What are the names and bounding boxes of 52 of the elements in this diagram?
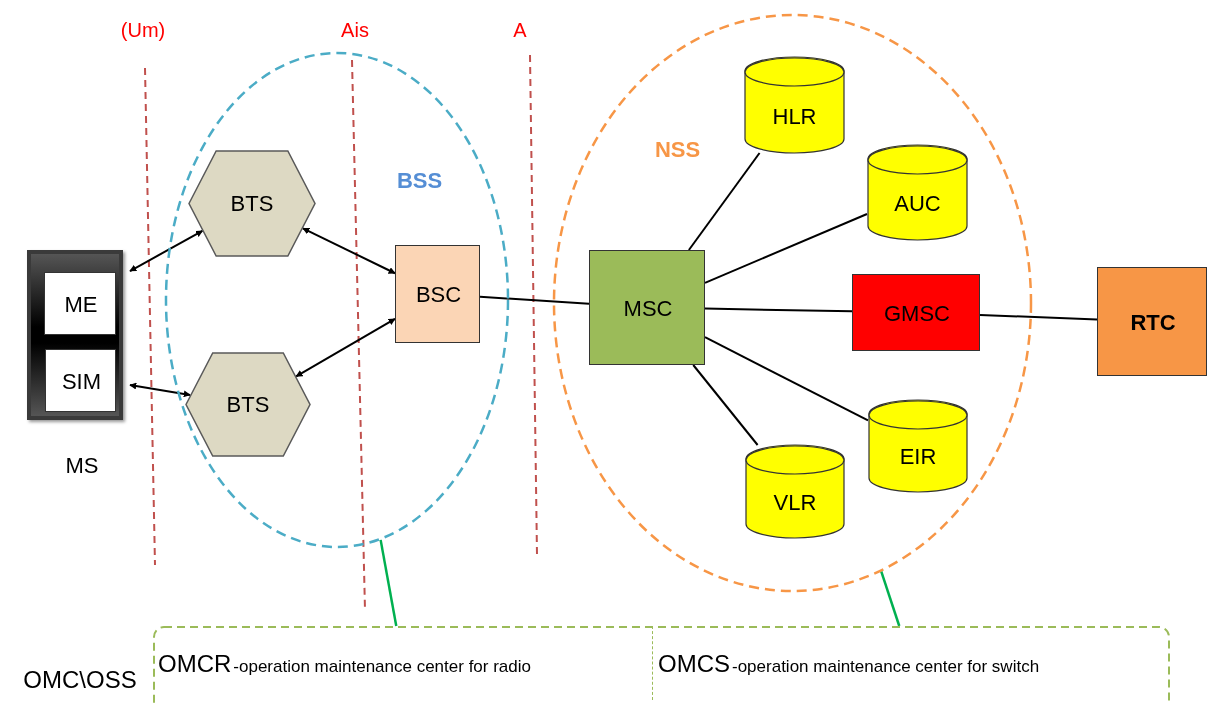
node-label: ME <box>64 291 98 318</box>
group-label: NSS <box>654 136 701 163</box>
node-label: MSC <box>623 295 673 322</box>
database-cylinder <box>867 145 968 240</box>
arrow <box>129 229 204 272</box>
mobile-phone <box>27 250 123 420</box>
system-label: OMC\OSS <box>23 666 137 694</box>
database-cylinder <box>745 445 845 538</box>
database-cylinder <box>744 57 845 153</box>
hexagon-node <box>185 352 311 457</box>
node-label: SIM <box>61 368 102 395</box>
controller-box <box>395 245 480 343</box>
management-panel <box>153 626 1170 700</box>
arrow <box>129 382 192 398</box>
connector-line <box>692 364 759 446</box>
component-description: -operation maintenance center for radio <box>233 657 531 676</box>
connector-line <box>704 212 868 284</box>
module-box <box>45 349 116 412</box>
gateway-box <box>852 274 980 351</box>
node-label: HLR <box>772 103 817 130</box>
interface-label: Ais <box>341 18 369 42</box>
node-label: BTS <box>226 391 270 418</box>
interface-label: A <box>513 18 527 42</box>
node-label: EIR <box>899 444 937 471</box>
group-label: BSS <box>396 167 443 194</box>
node-label: BSC <box>415 282 462 308</box>
module-box <box>44 272 116 335</box>
component-description: -operation maintenance center for switch <box>732 657 1040 676</box>
database-cylinder <box>868 400 968 492</box>
connector-line <box>687 152 761 251</box>
connector-line <box>880 571 901 627</box>
interface-label: (Um) <box>120 18 166 42</box>
node-label: RTC <box>1130 309 1176 336</box>
arrow <box>295 317 396 378</box>
subsystem-ellipse <box>165 52 509 548</box>
device-label: MS <box>65 453 99 479</box>
connector-line <box>704 336 869 422</box>
node-label: AUC <box>894 190 941 217</box>
component-name: OMCS <box>658 650 730 677</box>
node-label: VLR <box>773 489 817 516</box>
node-label: BTS <box>230 190 274 217</box>
arrow <box>301 227 396 275</box>
connector-line <box>479 295 590 305</box>
network-box <box>1097 267 1207 376</box>
component-name: OMCR <box>158 650 232 677</box>
connector-line <box>379 539 398 627</box>
node-label: GMSC <box>884 300 950 327</box>
connector-line <box>704 307 853 313</box>
subsystem-ellipse <box>553 14 1032 592</box>
connector-line <box>979 313 1098 321</box>
hexagon-node <box>188 150 316 257</box>
switch-box <box>589 250 705 365</box>
